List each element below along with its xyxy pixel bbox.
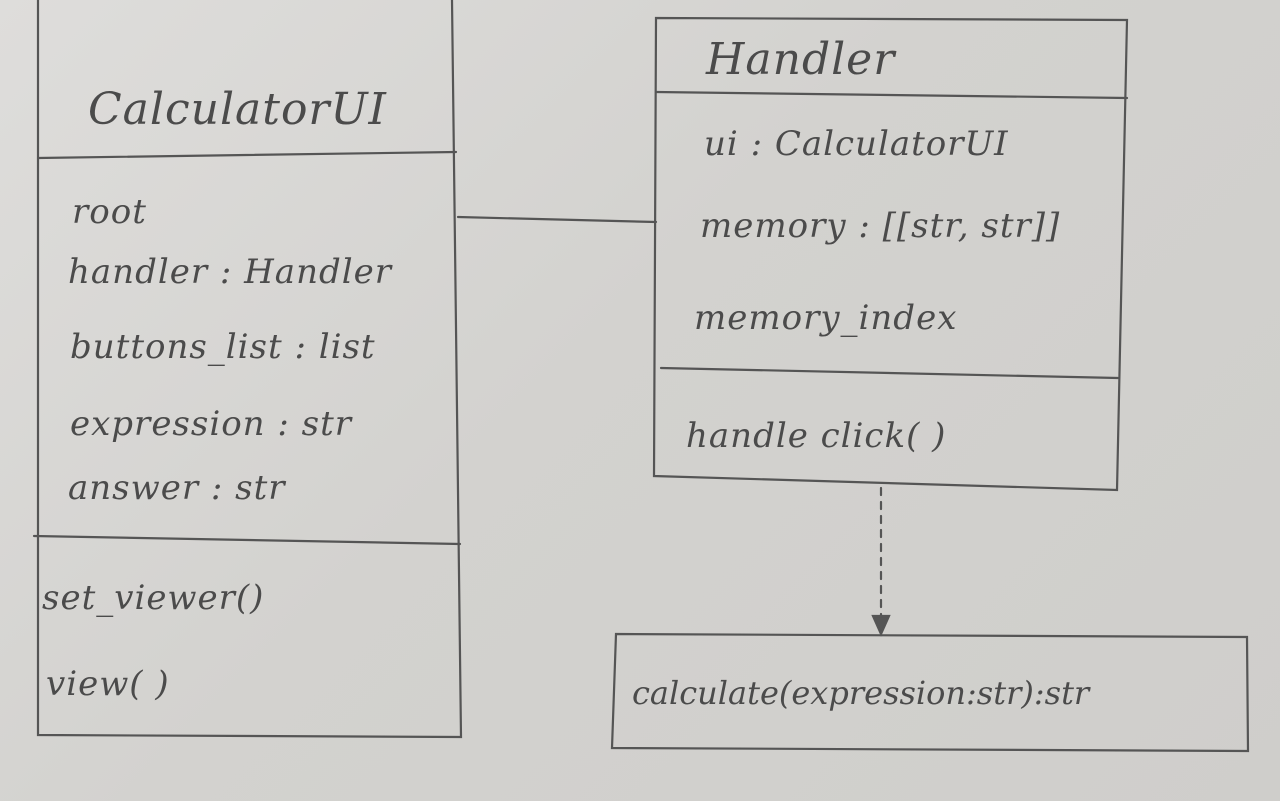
calculator-ui-method-set-viewer: set_viewer() xyxy=(42,578,265,618)
calculate-function-signature: calculate(expression:str):str xyxy=(632,674,1090,712)
calculator-ui-attr-buttons-list: buttons_list : list xyxy=(70,327,376,367)
handler-attr-memory: memory : [[str, str]] xyxy=(700,206,1061,246)
dependency-arrow-head xyxy=(871,614,891,637)
calculator-ui-box xyxy=(36,0,463,739)
handler-title: Handler xyxy=(706,34,896,85)
handler-method-handle-click: handle click( ) xyxy=(686,416,947,456)
calculator-ui-method-view: view( ) xyxy=(46,664,170,704)
calculator-ui-attr-root: root xyxy=(72,192,147,232)
calculator-ui-attr-handler: handler : Handler xyxy=(68,252,392,292)
calculator-ui-attr-answer: answer : str xyxy=(68,468,286,508)
handler-attr-divider xyxy=(659,366,1120,380)
handler-attr-ui: ui : CalculatorUI xyxy=(704,124,1009,164)
calculator-ui-title: CalculatorUI xyxy=(88,84,387,135)
association-line xyxy=(456,215,658,224)
calculator-ui-attr-divider xyxy=(32,534,462,546)
calculator-ui-attr-expression: expression : str xyxy=(70,404,353,444)
calculate-box xyxy=(610,632,1250,753)
calculator-ui-title-divider xyxy=(36,150,458,160)
handler-title-divider xyxy=(654,90,1129,100)
handler-box xyxy=(652,16,1129,492)
handler-attr-memory-index: memory_index xyxy=(694,298,958,338)
